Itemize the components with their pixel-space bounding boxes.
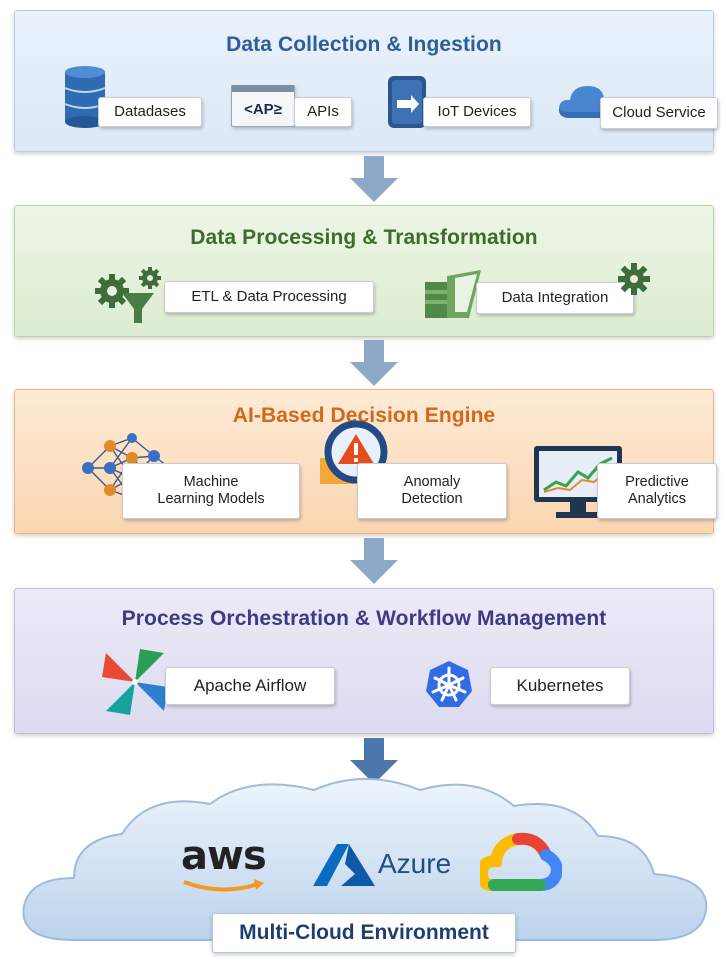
iot-devices-chip: IoT Devices	[423, 97, 531, 127]
apache-airflow-label: Apache Airflow	[193, 675, 307, 695]
ml-models-line1: Machine	[183, 473, 239, 490]
etl-chip: ETL & Data Processing	[164, 281, 374, 313]
azure-logo-text: Azure	[378, 848, 452, 879]
gear-funnel-icon	[95, 267, 161, 323]
azure-logo: Azure	[378, 848, 451, 880]
airflow-icon	[102, 649, 168, 715]
cloud-service-label: Cloud Service	[612, 104, 706, 121]
flow-arrow-icon	[350, 156, 398, 202]
azure-logo-icon	[313, 844, 375, 886]
predictive-analytics-line1: Predictive	[625, 473, 689, 490]
flow-arrow-icon	[350, 738, 398, 784]
etl-label: ETL & Data Processing	[191, 288, 347, 305]
layer-title: Process Orchestration & Workflow Managem…	[121, 607, 607, 630]
gear-icon	[618, 263, 650, 295]
kubernetes-icon	[426, 661, 472, 707]
layer-title: Data Collection & Ingestion	[226, 33, 502, 56]
kubernetes-chip: Kubernetes	[490, 667, 630, 705]
predictive-analytics-chip: Predictive Analytics	[597, 463, 717, 519]
anomaly-detection-line2: Detection	[401, 491, 463, 507]
data-integration-chip: Data Integration	[476, 282, 634, 314]
kubernetes-label: Kubernetes	[516, 675, 604, 695]
predictive-analytics-line2: Analytics	[627, 491, 687, 507]
cloud-shape	[22, 778, 708, 941]
api-icon-text: <AP≥	[244, 100, 282, 118]
multi-cloud-title-text: Multi-Cloud Environment	[239, 921, 489, 944]
aws-smile-icon	[183, 879, 264, 892]
layer-data-collection: Data Collection & Ingestion	[14, 10, 714, 152]
apis-chip: APIs	[294, 97, 352, 127]
api-icon: <AP≥	[231, 85, 295, 127]
cloud-service-chip: Cloud Service	[600, 97, 718, 129]
flow-arrow-icon	[350, 538, 398, 584]
apis-label: APIs	[307, 103, 339, 120]
data-integration-label: Data Integration	[501, 289, 609, 306]
aws-logo-text: aws	[181, 833, 267, 879]
anomaly-detection-chip: Anomaly Detection	[357, 463, 507, 519]
datadases-chip: Datadases	[98, 97, 202, 127]
apache-airflow-chip: Apache Airflow	[165, 667, 335, 705]
layer-data-processing: Data Processing & Transformation	[14, 205, 714, 337]
datadases-label: Datadases	[114, 103, 186, 120]
data-integration-icon	[425, 270, 481, 318]
iot-devices-label: IoT Devices	[437, 103, 517, 120]
layer-title: AI-Based Decision Engine	[232, 404, 496, 427]
ml-models-line2: Learning Models	[157, 491, 265, 507]
google-cloud-logo	[480, 832, 562, 891]
ml-models-chip: Machine Learning Models	[122, 463, 300, 519]
layer-title: Data Processing & Transformation	[190, 226, 538, 249]
multi-cloud-title: Multi-Cloud Environment	[212, 913, 516, 953]
aws-logo: aws	[181, 833, 267, 879]
anomaly-detection-line1: Anomaly	[403, 473, 461, 490]
flow-arrow-icon	[350, 340, 398, 386]
iot-device-icon	[388, 76, 426, 128]
